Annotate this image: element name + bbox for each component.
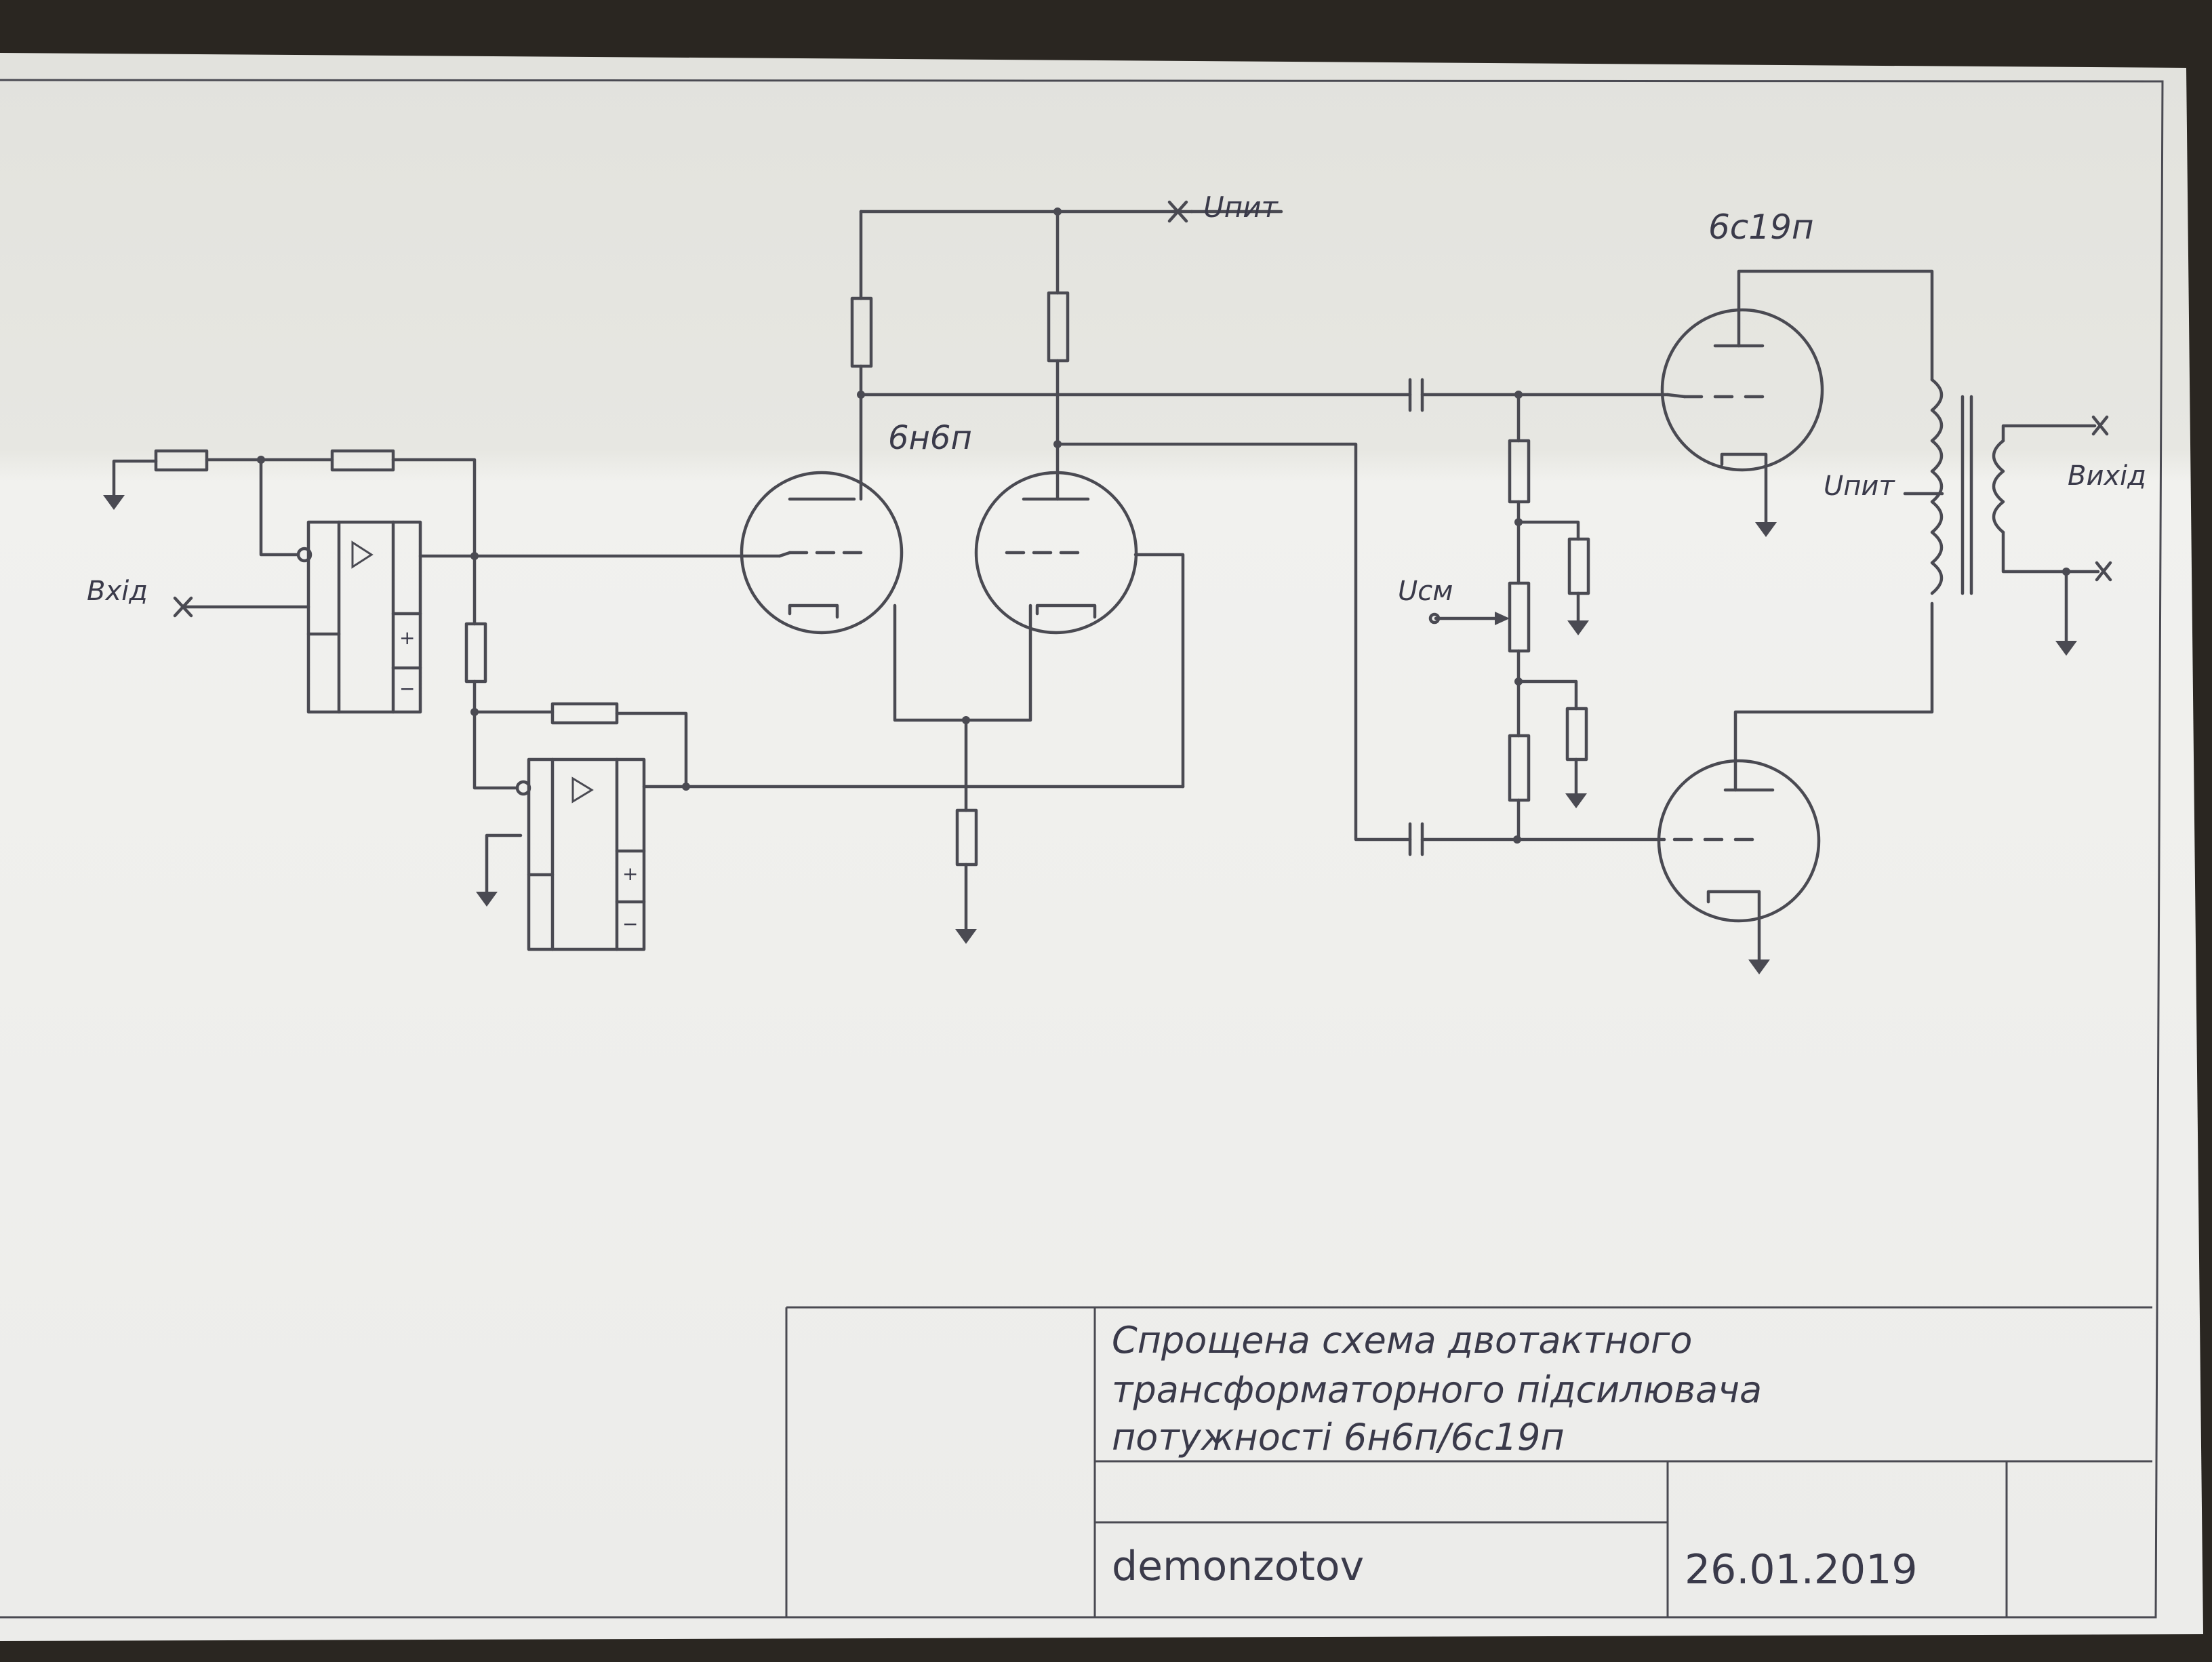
output-terminal-bottom-icon xyxy=(2095,561,2112,582)
driver-tube-label: 6н6п xyxy=(888,419,972,457)
drawing-frame xyxy=(0,79,2164,1619)
input-stage-wiring xyxy=(103,449,1185,907)
op-amp-1 xyxy=(296,520,422,714)
title-line-2: трансформаторного підсилювача xyxy=(1112,1368,1762,1411)
op-amp-2-plus: + xyxy=(622,863,638,885)
bias-network xyxy=(1428,393,1590,842)
op-amp-1-minus: − xyxy=(399,677,415,700)
driver-triode-a xyxy=(740,471,904,635)
author-name: demonzotov xyxy=(1112,1543,1364,1590)
supply-label-transformer: Uпит xyxy=(1824,471,1895,502)
title-line-1: Спрощена схема двотактного xyxy=(1112,1319,1692,1362)
output-label: Вихід xyxy=(2068,460,2146,492)
op-amp-2 xyxy=(515,757,646,951)
input-label: Вхід xyxy=(87,576,148,607)
power-triode-lower xyxy=(1657,601,1934,974)
supply-label-top: Uпит xyxy=(1203,191,1279,224)
op-amp-1-plus: + xyxy=(399,627,415,649)
input-terminal-icon xyxy=(173,596,193,618)
paper-sheet xyxy=(0,53,2203,1641)
power-triode-upper xyxy=(1660,269,1934,537)
title-block-frame xyxy=(785,1306,2152,1617)
op-amp-2-minus: − xyxy=(622,913,638,935)
bias-label: Uсм xyxy=(1398,576,1453,607)
title-line-3: потужності 6н6п/6с19п xyxy=(1112,1416,1565,1459)
driver-plate-wiring xyxy=(850,200,1283,944)
output-transformer xyxy=(1903,378,2112,656)
supply-terminal-icon xyxy=(1167,200,1188,223)
output-terminal-top-icon xyxy=(2091,415,2109,436)
coupling-wiring xyxy=(859,378,1670,856)
power-tube-label: 6с19п xyxy=(1708,207,1814,247)
drawing-date: 26.01.2019 xyxy=(1685,1546,1918,1594)
